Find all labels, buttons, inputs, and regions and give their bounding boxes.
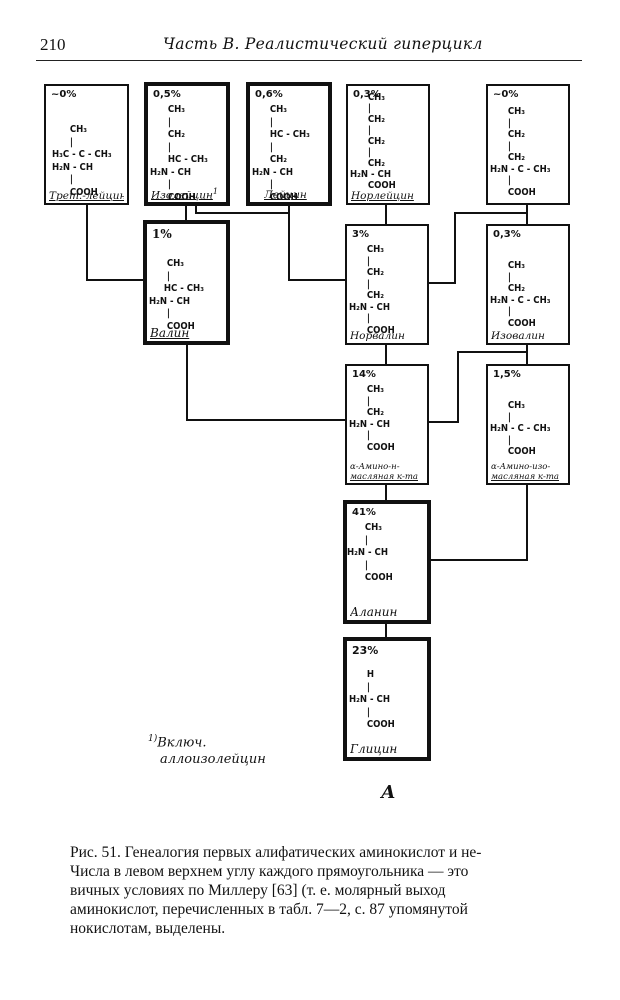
amino-acid-name: α-Амино-н-масляная к-та (350, 462, 418, 482)
box-norvaline: 3% CH₃ | CH₂ | CH₂ H₂N - CH | COOH Норва… (345, 224, 429, 345)
connector-topright-norvaline (428, 212, 527, 284)
structural-formula: CH₃ | H₂N - CH | COOH (347, 522, 393, 583)
amino-acid-name: Лейцин (264, 189, 307, 201)
box-leucine: 0,6% CH₃ | HC - CH₃ | CH₂ H₂N - CH | COO… (246, 82, 332, 206)
structural-formula: CH₃ | CH₂ | CH₂ H₂N - C - CH₃ | COOH (490, 106, 551, 198)
percent-label: 0,6% (255, 89, 283, 100)
amino-acid-name: Изолейцин1 (151, 186, 218, 202)
box-aminoisobutyric: 1,5% CH₃ | H₂N - C - CH₃ | COOH α-Амино-… (486, 364, 570, 485)
percent-label: 3% (352, 229, 369, 240)
caption-line: вичных условиях по Миллеру [63] (т. е. м… (70, 882, 446, 899)
caption-line: нокислотам, выделены. (70, 920, 226, 937)
connector-valine-aminobutyric (186, 345, 345, 421)
connector-aminoisobutyric-alanine (428, 485, 528, 561)
box-isovaline: 0,3% CH₃ | CH₂ H₂N - C - CH₃ | COOH Изов… (486, 224, 570, 345)
structural-formula: CH₃ | H₃C - C - CH₃ H₂N - CH | COOH (52, 124, 112, 198)
box-norleucine: 0,3% CH₃ | CH₂ | CH₂ | CH₂ H₂N - CH COOH… (346, 84, 430, 205)
box-alanine: 41% CH₃ | H₂N - CH | COOH Аланин (343, 500, 431, 624)
structural-formula: H | H₂N - CH | COOH (349, 669, 395, 730)
structural-formula: CH₃ | CH₂ H₂N - CH | COOH (349, 384, 395, 453)
structural-formula: CH₃ | CH₂ | CH₂ | CH₂ H₂N - CH COOH (350, 92, 396, 191)
box-isoleucine-alpha: ~0% CH₃ | CH₂ | CH₂ H₂N - C - CH₃ | COOH (486, 84, 570, 205)
percent-label: 41% (352, 507, 376, 518)
footnote-line-2: аллоизолейцин (160, 752, 266, 768)
footnote: 1)Включ. аллоизолейцин (148, 731, 266, 768)
caption-line: Числа в левом верхнем углу каждого прямо… (70, 863, 469, 880)
percent-label: 14% (352, 369, 376, 380)
percent-label: 1% (152, 227, 172, 241)
amino-acid-name: Норвалин (350, 330, 405, 342)
box-tret-leucine: ~0% CH₃ | H₃C - C - CH₃ H₂N - CH | COOH … (44, 84, 129, 205)
percent-label: ~0% (51, 89, 77, 100)
structural-formula: CH₃ | CH₂ | HC - CH₃ H₂N - CH | COOH (150, 104, 208, 203)
page-header: 210 Часть В. Реалистический гиперцикл (36, 32, 582, 61)
structural-formula: CH₃ | HC - CH₃ | CH₂ H₂N - CH | COOH (252, 104, 310, 203)
footnote-mark: 1 (212, 186, 218, 196)
footnote-line-1: Включ. (157, 735, 207, 751)
plate-letter: А (381, 782, 396, 803)
box-valine: 1% CH₃ | HC - CH₃ H₂N - CH | COOH Валин (143, 220, 230, 345)
percent-label: 0,5% (153, 89, 181, 100)
structural-formula: CH₃ | H₂N - C - CH₃ | COOH (490, 400, 551, 457)
page-number: 210 (40, 35, 66, 54)
connector-isovaline-aminobutyric (428, 351, 527, 423)
footnote-mark: 1) (148, 734, 158, 744)
amino-acid-name: Глицин (350, 742, 398, 756)
running-title: Часть В. Реалистический гиперцикл (163, 35, 483, 53)
connector-tretleucine-valine (86, 205, 145, 281)
box-aminobutyric-n: 14% CH₃ | CH₂ H₂N - CH | COOH α-Амино-н-… (345, 364, 429, 485)
structural-formula: CH₃ | CH₂ H₂N - C - CH₃ | COOH (490, 260, 551, 329)
caption-line: Рис. 51. Генеалогия первых алифатических… (70, 844, 482, 861)
caption-line: аминокислот, перечисленных в табл. 7—2, … (70, 901, 468, 918)
percent-label: 0,3% (353, 89, 381, 100)
amino-acid-name: α-Амино-изо-масляная к-та (491, 462, 559, 482)
amino-acid-name: Изовалин (491, 330, 545, 342)
box-isoleucine: 0,5% CH₃ | CH₂ | HC - CH₃ H₂N - CH | COO… (144, 82, 230, 206)
percent-label: 0,3% (493, 229, 521, 240)
amino-acid-name: Трет.-лейцин (49, 190, 124, 202)
amino-acid-name: Норлейцин (351, 190, 414, 202)
percent-label: 23% (352, 644, 379, 657)
figure-caption: Рис. 51. Генеалогия первых алифатических… (70, 843, 590, 938)
amino-acid-name: Аланин (350, 605, 398, 619)
structural-formula: CH₃ | HC - CH₃ H₂N - CH | COOH (149, 258, 204, 332)
percent-label: ~0% (493, 89, 519, 100)
box-glycine: 23% H | H₂N - CH | COOH Глицин (343, 637, 431, 761)
amino-acid-name: Валин (150, 326, 190, 340)
percent-label: 1,5% (493, 369, 521, 380)
structural-formula: CH₃ | CH₂ | CH₂ H₂N - CH | COOH (349, 244, 395, 336)
